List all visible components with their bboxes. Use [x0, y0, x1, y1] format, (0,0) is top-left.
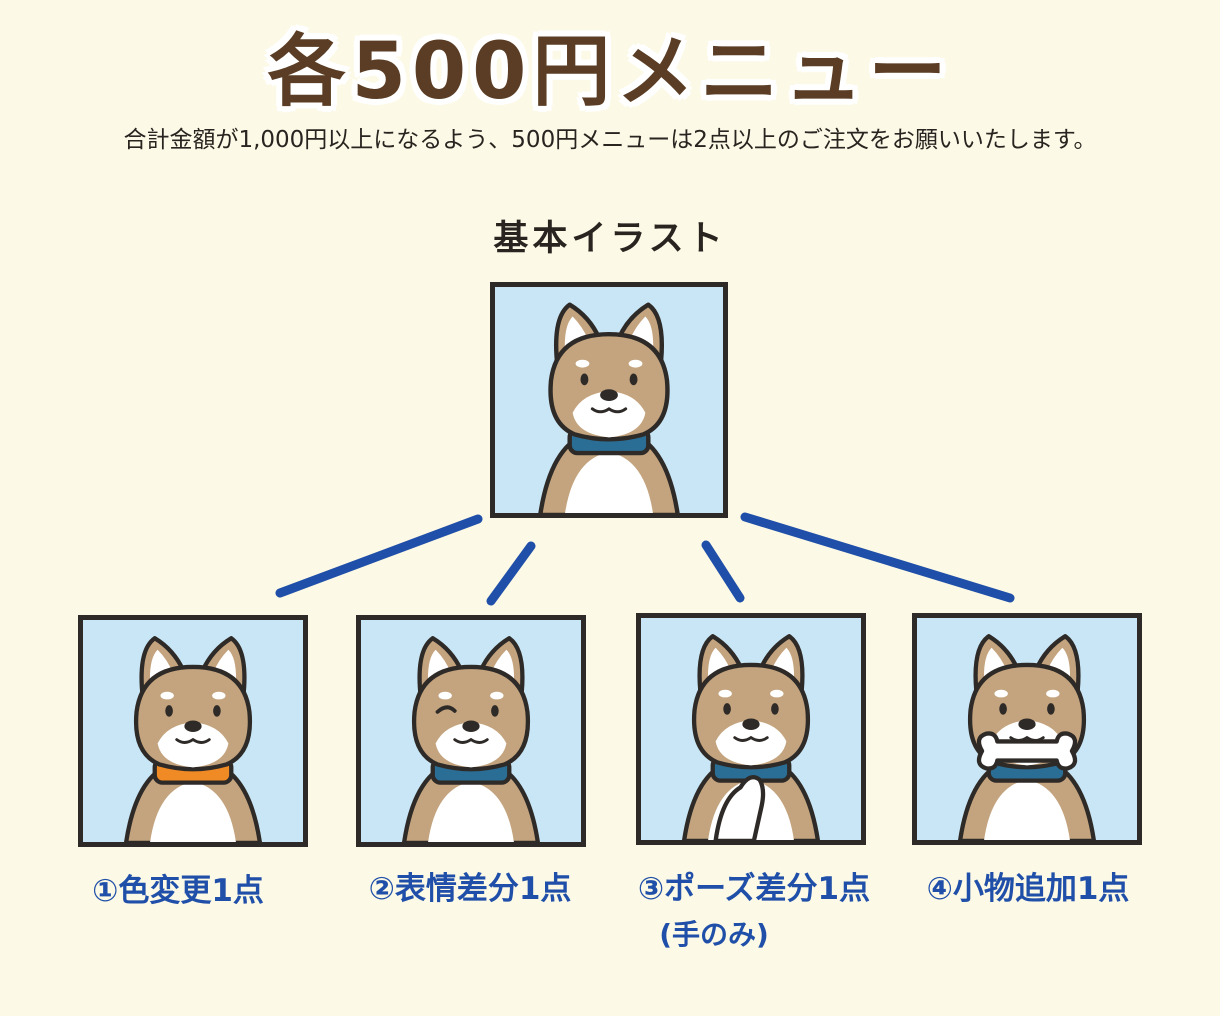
dog-muzzle: [715, 720, 787, 766]
dog-right-eye: [629, 373, 638, 386]
dog-left-eye: [723, 703, 731, 715]
dog-left-brow: [438, 691, 452, 700]
connector-line-4: [740, 512, 1015, 603]
dog-right-brow: [212, 691, 226, 700]
dog-left-eye-wink: [435, 705, 457, 714]
dog-mouth: [175, 737, 211, 744]
dog-right-brow: [770, 689, 784, 698]
dog-left-brow: [718, 689, 732, 698]
dog-right-eye: [771, 703, 779, 715]
dog-left-eye: [165, 705, 173, 717]
dog-nose: [1018, 718, 1036, 730]
shiba-dog-illustration: [538, 302, 680, 513]
option-frame-color-change: [78, 615, 308, 847]
base-illustration-label: 基本イラスト: [493, 219, 727, 259]
shiba-dog-illustration: [958, 634, 1096, 840]
dog-left-eye: [580, 373, 589, 386]
dog-left-brow: [160, 691, 174, 700]
option-label-expression: ②表情差分1点: [368, 871, 572, 907]
dog-nose: [184, 720, 202, 732]
bone-item: [976, 731, 1078, 771]
dog-chest: [565, 452, 653, 513]
option-label-pose-note: (手のみ): [659, 918, 769, 951]
dog-nose: [742, 718, 760, 730]
dog-muzzle: [572, 391, 646, 438]
option-label-color-change: ①色変更1点: [92, 873, 264, 909]
dog-right-eye: [491, 705, 499, 717]
dog-mouth: [453, 737, 489, 744]
option-frame-pose: [636, 613, 866, 845]
dog-right-eye: [213, 705, 221, 717]
dog-nose: [600, 389, 618, 401]
option-label-item: ④小物追加1点: [926, 871, 1130, 907]
option-frame-expression: [356, 615, 586, 847]
dog-right-eye: [1047, 703, 1055, 715]
connector-line-2: [486, 541, 536, 606]
dog-muzzle: [157, 722, 229, 768]
option-frame-item: [912, 613, 1142, 845]
connector-line-1: [275, 514, 483, 598]
shiba-dog-illustration: [124, 636, 262, 842]
dog-nose: [462, 720, 480, 732]
shiba-dog-illustration: [402, 636, 540, 842]
dog-muzzle: [435, 722, 507, 768]
page-title: 各500円メニュー: [267, 27, 953, 117]
dog-chest: [428, 781, 514, 842]
dog-raised-paw: [713, 775, 766, 840]
dog-right-brow: [1046, 689, 1060, 698]
dog-left-brow: [575, 359, 590, 368]
dog-left-brow: [994, 689, 1008, 698]
dog-mouth: [733, 735, 769, 742]
dog-right-brow: [628, 359, 643, 368]
connector-line-3: [701, 540, 745, 603]
dog-left-eye: [999, 703, 1007, 715]
dog-chest: [150, 781, 236, 842]
shiba-dog-illustration: [682, 634, 820, 840]
dog-chest: [984, 779, 1070, 840]
option-label-pose: ③ポーズ差分1点: [637, 871, 871, 907]
page-subtitle: 合計金額が1,000円以上になるよう、500円メニューは2点以上のご注文をお願い…: [123, 127, 1097, 153]
dog-right-brow: [490, 691, 504, 700]
base-illustration-frame: [490, 282, 728, 518]
dog-mouth: [590, 407, 628, 414]
